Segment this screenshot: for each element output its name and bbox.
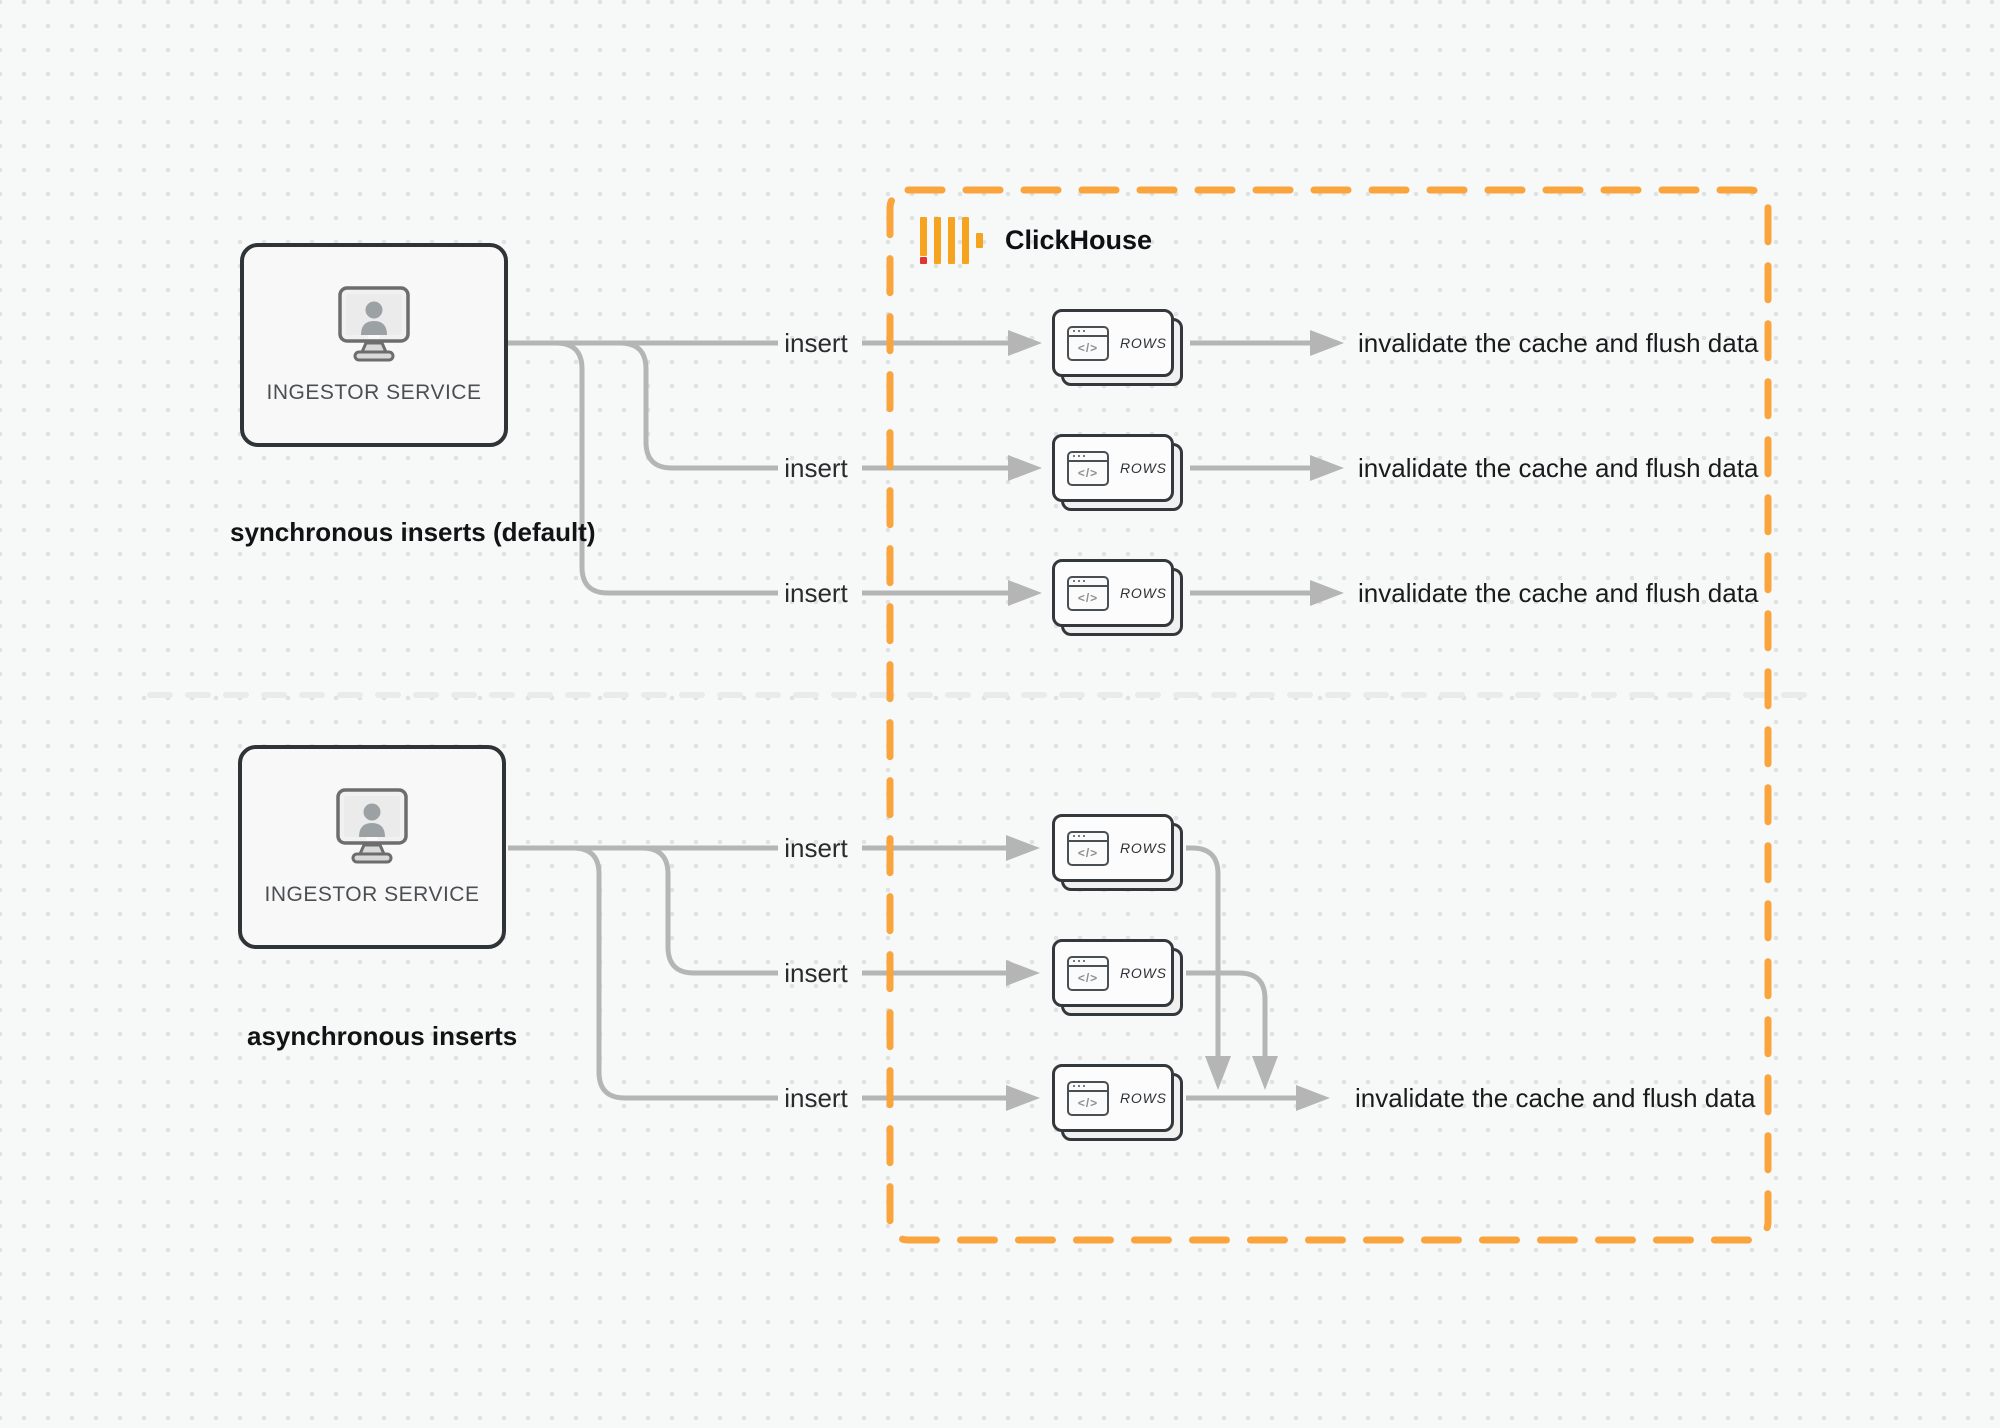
rows-card-front: </> ROWS	[1052, 559, 1174, 627]
rows-card: </> ROWS	[1052, 1064, 1184, 1142]
rows-card: </> ROWS	[1052, 559, 1184, 637]
browser-window-icon: </>	[1067, 450, 1109, 486]
code-glyph: </>	[1077, 970, 1099, 985]
result-label: invalidate the cache and flush data	[1358, 578, 1759, 608]
sync-section-label: synchronous inserts (default)	[230, 517, 596, 547]
arrowhead	[1310, 580, 1344, 606]
arrowhead	[1006, 835, 1040, 861]
rows-label: ROWS	[1120, 1090, 1167, 1106]
logo-bar-short	[976, 233, 983, 248]
logo-bar	[948, 217, 955, 264]
browser-window-icon: </>	[1067, 575, 1109, 611]
async-flush-line-2	[1186, 970, 1268, 1056]
service-label: INGESTOR SERVICE	[266, 381, 482, 404]
logo-bar-red	[920, 217, 927, 264]
insert-label: insert	[784, 578, 848, 608]
insert-label: insert	[784, 958, 848, 988]
logo-bar	[934, 217, 941, 264]
service-label: INGESTOR SERVICE	[264, 883, 480, 906]
arrowhead	[1310, 330, 1344, 356]
rows-card-front: </> ROWS	[1052, 814, 1174, 882]
sync-line-3	[508, 340, 778, 596]
arrowhead	[1006, 1085, 1040, 1111]
arrowhead	[1310, 455, 1344, 481]
browser-window-icon: </>	[1067, 830, 1109, 866]
async-section-label: asynchronous inserts	[247, 1021, 518, 1051]
result-label: invalidate the cache and flush data	[1358, 328, 1759, 358]
rows-label: ROWS	[1120, 965, 1167, 981]
clickhouse-logo-icon	[920, 217, 983, 264]
rows-card-front: </> ROWS	[1052, 939, 1174, 1007]
rows-card-front: </> ROWS	[1052, 434, 1174, 502]
clickhouse-header: ClickHouse	[920, 217, 1152, 264]
code-glyph: </>	[1077, 340, 1099, 355]
ingestor-service-box-async: INGESTOR SERVICE	[238, 745, 506, 949]
code-glyph: </>	[1077, 590, 1099, 605]
arrowhead	[1008, 330, 1042, 356]
rows-card: </> ROWS	[1052, 939, 1184, 1017]
rows-label: ROWS	[1120, 460, 1167, 476]
code-glyph: </>	[1077, 845, 1099, 860]
sync-line-2	[508, 340, 778, 471]
rows-card: </> ROWS	[1052, 814, 1184, 892]
clickhouse-boundary	[886, 186, 1772, 1244]
logo-bar	[962, 217, 969, 264]
arrowhead-down	[1252, 1056, 1278, 1090]
async-line-3	[508, 845, 778, 1101]
window-dots-icon	[1069, 453, 1107, 462]
arrowhead-down	[1205, 1056, 1231, 1090]
window-dots-icon	[1069, 833, 1107, 842]
clickhouse-title: ClickHouse	[1005, 225, 1153, 255]
rows-label: ROWS	[1120, 585, 1167, 601]
insert-label: insert	[784, 1083, 848, 1113]
window-dots-icon	[1069, 1083, 1107, 1092]
rows-card-front: </> ROWS	[1052, 309, 1174, 377]
browser-window-icon: </>	[1067, 955, 1109, 991]
result-label: invalidate the cache and flush data	[1355, 1083, 1756, 1113]
insert-label: insert	[784, 328, 848, 358]
window-dots-icon	[1069, 578, 1107, 587]
rows-card: </> ROWS	[1052, 309, 1184, 387]
rows-label: ROWS	[1120, 840, 1167, 856]
monitor-user-icon	[336, 788, 408, 864]
ingestor-service-box-sync: INGESTOR SERVICE	[240, 243, 508, 447]
browser-window-icon: </>	[1067, 1080, 1109, 1116]
window-dots-icon	[1069, 958, 1107, 967]
rows-card: </> ROWS	[1052, 434, 1184, 512]
monitor-user-icon	[338, 286, 410, 362]
arrowhead	[1008, 580, 1042, 606]
arrowhead	[1008, 455, 1042, 481]
rows-card-front: </> ROWS	[1052, 1064, 1174, 1132]
rows-label: ROWS	[1120, 335, 1167, 351]
code-glyph: </>	[1077, 1095, 1099, 1110]
async-flush-line-1	[1186, 845, 1221, 1056]
arrowhead	[1006, 960, 1040, 986]
insert-label: insert	[784, 453, 848, 483]
browser-window-icon: </>	[1067, 325, 1109, 361]
insert-label: insert	[784, 833, 848, 863]
code-glyph: </>	[1077, 465, 1099, 480]
async-line-2	[508, 845, 778, 976]
arrowhead	[1296, 1085, 1330, 1111]
result-label: invalidate the cache and flush data	[1358, 453, 1759, 483]
window-dots-icon	[1069, 328, 1107, 337]
